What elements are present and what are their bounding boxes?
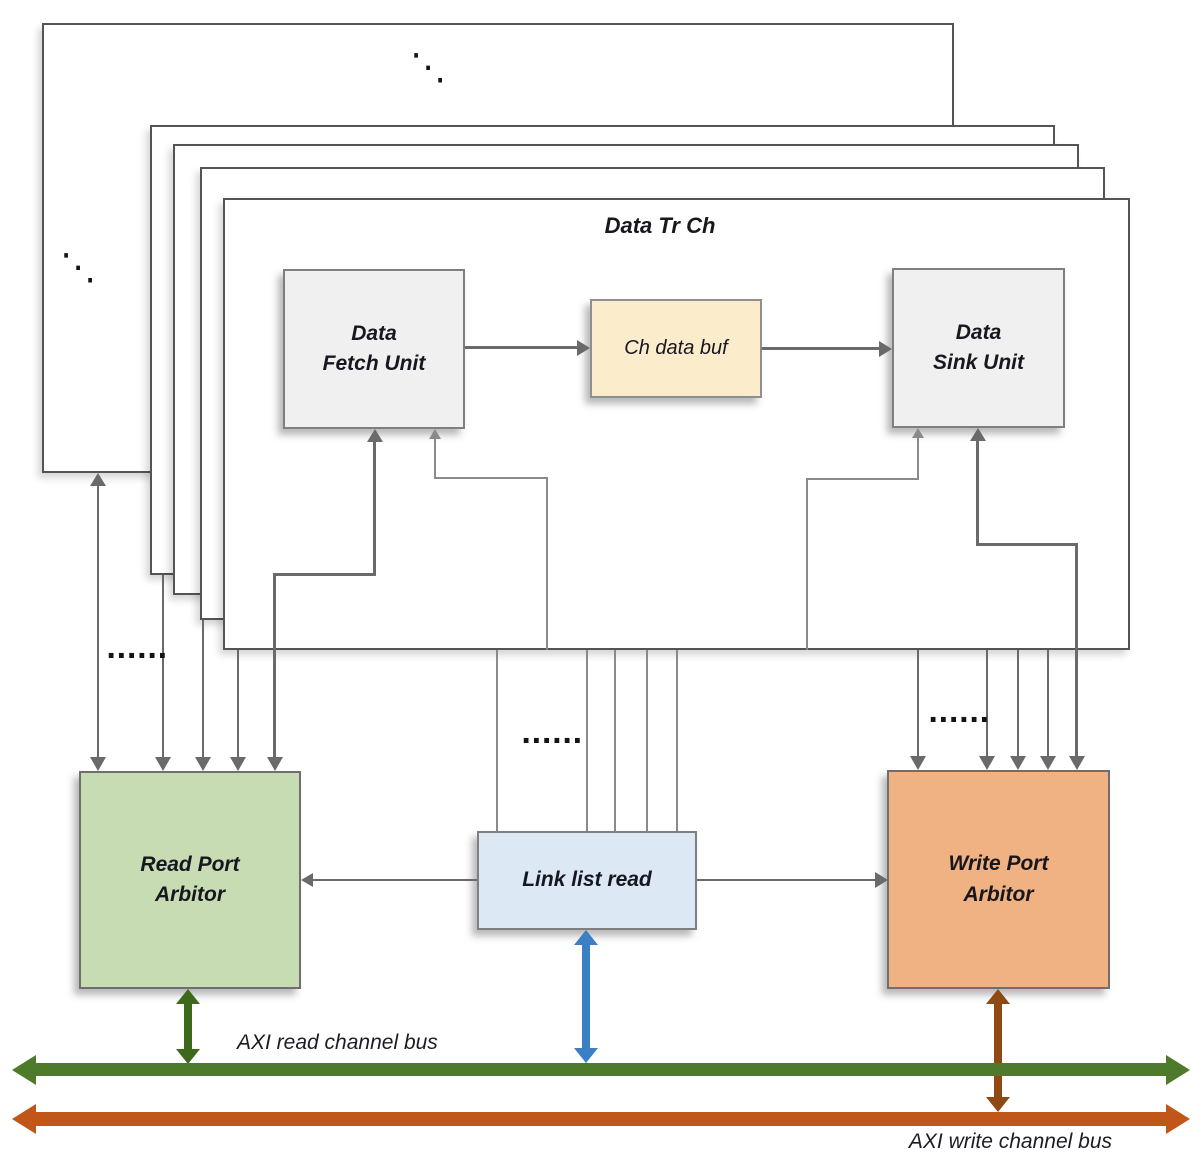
wire-buffer-to-sink (762, 347, 879, 350)
diagonal-ellipsis-left-icon: ⋱ (60, 247, 96, 288)
wire-link-channel-3 (614, 650, 616, 831)
wire-sink-down-to-write-arbitor (1075, 543, 1078, 756)
link-list-read-box: Link list read (477, 831, 697, 930)
wire-fetch-thin-drop (546, 477, 548, 650)
wire-write-channel-1 (917, 650, 919, 756)
link-list-read-label: Link list read (522, 868, 652, 892)
wire-fetch-thin-vertical (434, 438, 436, 478)
read-port-arbitor-label-line2: Arbitor (155, 883, 225, 906)
connector-write-shaft (994, 1003, 1002, 1097)
connector-read-down-arrowhead-icon (176, 1049, 200, 1064)
write-port-arbitor-box: Write Port Arbitor (887, 770, 1110, 989)
write-bus-label: AXI write channel bus (908, 1130, 1112, 1153)
channel-title: Data Tr Ch (604, 213, 716, 238)
connector-link-shaft (582, 944, 590, 1048)
wire-link-channel-5 (676, 650, 678, 831)
arrowhead-into-back-channel-icon (90, 473, 106, 486)
wire-fetch-down-to-read-arbitor (273, 573, 276, 757)
data-sink-unit-label-line1: Data (955, 320, 1002, 344)
wire-sink-vertical (976, 440, 979, 545)
write-bus-right-arrowhead-icon (1166, 1104, 1190, 1134)
arrowhead-into-read-arbitor-3-icon (195, 757, 211, 771)
data-fetch-unit-box: Data Fetch Unit (283, 269, 465, 429)
wire-link-to-write-arbitor (697, 879, 875, 881)
read-port-arbitor-box: Read Port Arbitor (79, 771, 301, 989)
wire-sink-thin-vertical (917, 437, 919, 479)
arrowhead-into-write-arbitor-3-icon (1010, 756, 1026, 770)
wire-link-channel-1 (496, 650, 498, 831)
wire-link-channel-4 (646, 650, 648, 831)
arrowhead-into-sink-icon (879, 341, 892, 357)
arrowhead-into-write-arbitor-4-icon (1040, 756, 1056, 770)
arrowhead-into-read-arbitor-1-icon (90, 757, 106, 771)
write-port-arbitor-label-line2: Arbitor (963, 882, 1034, 906)
arrowhead-into-read-arbitor-5-icon (267, 757, 283, 771)
wire-fetch-vertical (373, 441, 376, 575)
wire-fetch-horizontal (273, 573, 376, 576)
diagonal-ellipsis-top-icon: ⋱ (410, 47, 446, 88)
wire-sink-thin-horizontal (806, 478, 919, 480)
arrowhead-into-write-arbitor-5-icon (1069, 756, 1085, 770)
wire-write-channel-4 (1047, 650, 1049, 756)
read-bus-right-arrowhead-icon (1166, 1055, 1190, 1085)
arrowhead-into-write-arbitor-2-icon (979, 756, 995, 770)
channel-data-buffer-box: Ch data buf (590, 299, 762, 398)
wire-fetch-to-buffer (465, 346, 577, 349)
arrowhead-into-read-arbitor-2-icon (155, 757, 171, 771)
arrowhead-into-fetch-thin-icon (429, 429, 441, 439)
data-fetch-unit-label-line2: Fetch Unit (322, 352, 426, 375)
arrowhead-into-fetch-thick-icon (367, 429, 383, 442)
wire-link-to-read-arbitor (313, 879, 477, 881)
connector-read-up-arrowhead-icon (176, 989, 200, 1004)
read-bus-label: AXI read channel bus (237, 1031, 438, 1054)
wire-read-channel-2 (162, 575, 164, 757)
connector-read-shaft (184, 1003, 192, 1049)
connector-write-up-arrowhead-icon (986, 989, 1010, 1004)
read-bus-shaft (34, 1063, 1166, 1076)
read-bus-left-arrowhead-icon (12, 1055, 36, 1085)
data-fetch-unit-label-line1: Data (351, 321, 397, 345)
arrowhead-into-read-arbitor-4-icon (230, 757, 246, 771)
arrowhead-into-sink-thin-icon (912, 428, 924, 438)
arrowhead-into-sink-thick-icon (970, 428, 986, 441)
wire-link-channel-2 (586, 650, 588, 831)
wire-read-channel-4 (237, 650, 239, 757)
wire-write-channel-2 (986, 650, 988, 756)
wire-sink-horizontal (976, 543, 1078, 546)
connector-write-down-arrowhead-icon (986, 1097, 1010, 1112)
wire-read-channel-1 (97, 485, 99, 757)
data-sink-unit-label-line2: Sink Unit (932, 351, 1024, 374)
wire-fetch-thin-horizontal (434, 477, 548, 479)
write-port-arbitor-label-line1: Write Port (948, 852, 1049, 876)
data-sink-unit-box: Data Sink Unit (892, 268, 1065, 428)
arrowhead-into-write-arbitor-side-icon (875, 872, 888, 888)
write-bus-left-arrowhead-icon (12, 1104, 36, 1134)
wire-read-channel-3 (202, 620, 204, 757)
connector-link-up-arrowhead-icon (574, 930, 598, 945)
wire-write-channel-3 (1017, 650, 1019, 756)
arrowhead-into-buffer-icon (577, 340, 590, 356)
write-bus-shaft (34, 1112, 1166, 1126)
read-port-arbitor-label-line1: Read Port (140, 852, 240, 876)
connector-link-down-arrowhead-icon (574, 1048, 598, 1063)
arrowhead-into-write-arbitor-1-icon (910, 756, 926, 770)
channel-data-buffer-label: Ch data buf (624, 337, 728, 359)
wire-sink-thin-drop (806, 478, 808, 650)
arrowhead-into-read-arbitor-side-icon (301, 873, 313, 887)
